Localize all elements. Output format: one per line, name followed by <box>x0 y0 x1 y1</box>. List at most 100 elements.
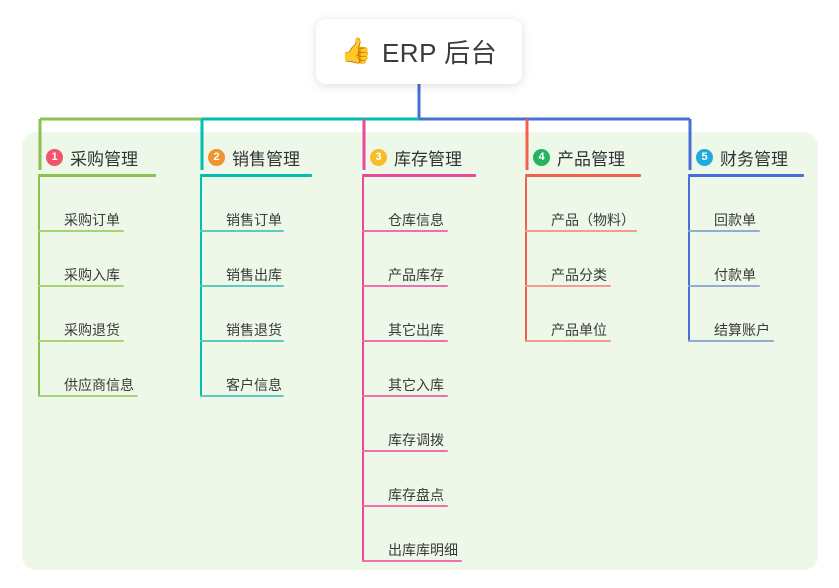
leaf-list: 销售订单销售出库销售退货客户信息 <box>200 177 312 397</box>
leaf-node[interactable]: 供应商信息 <box>38 342 156 397</box>
branch-title: 财务管理 <box>720 149 788 169</box>
leaf-node[interactable]: 采购入库 <box>38 232 156 287</box>
branch-5[interactable]: 5 财务管理回款单付款单结算账户 <box>688 145 804 342</box>
leaf-underline <box>38 285 124 287</box>
branch-underline <box>200 174 312 177</box>
leaf-underline <box>688 285 760 287</box>
leaf-node[interactable]: 结算账户 <box>688 287 804 342</box>
leaf-node[interactable]: 产品分类 <box>525 232 641 287</box>
leaf-list: 仓库信息产品库存其它出库其它入库库存调拨库存盘点出库库明细 <box>362 177 476 562</box>
leaf-node[interactable]: 产品单位 <box>525 287 641 342</box>
branch-header[interactable]: 2 销售管理 <box>200 145 312 169</box>
root-node-title: ERP 后台 <box>381 38 498 68</box>
branch-number-badge: 4 <box>533 148 550 166</box>
leaf-label: 供应商信息 <box>64 377 134 393</box>
branch-header[interactable]: 5 财务管理 <box>688 145 804 169</box>
leaf-label: 仓库信息 <box>388 212 444 228</box>
leaf-underline <box>362 395 448 397</box>
leaf-label: 其它出库 <box>388 322 444 338</box>
leaf-underline <box>362 450 448 452</box>
leaf-underline <box>688 340 774 342</box>
branch-header[interactable]: 3 库存管理 <box>362 145 476 169</box>
leaf-label: 产品单位 <box>551 322 607 338</box>
leaf-underline <box>362 560 462 562</box>
leaf-underline <box>688 230 760 232</box>
branch-underline <box>38 174 156 177</box>
branch-4[interactable]: 4 产品管理产品（物料） 产品分类产品单位 <box>525 145 641 342</box>
branch-title: 库存管理 <box>394 149 462 169</box>
leaf-node[interactable]: 采购订单 <box>38 177 156 232</box>
branch-spine <box>38 177 40 397</box>
leaf-label: 采购订单 <box>64 212 120 228</box>
branch-title: 采购管理 <box>70 149 138 169</box>
leaf-underline <box>38 395 138 397</box>
diagram-panel <box>22 132 818 570</box>
branch-2[interactable]: 2 销售管理销售订单销售出库销售退货客户信息 <box>200 145 312 397</box>
leaf-label: 库存盘点 <box>388 487 444 503</box>
branch-3[interactable]: 3 库存管理仓库信息产品库存其它出库其它入库库存调拨库存盘点出库库明细 <box>362 145 476 562</box>
leaf-label: 产品分类 <box>551 267 607 283</box>
leaf-underline <box>200 340 284 342</box>
leaf-underline <box>200 395 284 397</box>
branch-spine <box>688 177 690 342</box>
leaf-underline <box>38 230 124 232</box>
leaf-underline <box>525 340 611 342</box>
leaf-underline <box>362 285 448 287</box>
branch-number-badge: 2 <box>208 148 225 166</box>
leaf-label: 采购退货 <box>64 322 120 338</box>
leaf-label: 产品库存 <box>388 267 444 283</box>
leaf-list: 采购订单采购入库采购退货供应商信息 <box>38 177 156 397</box>
leaf-label: 客户信息 <box>226 377 282 393</box>
branch-underline <box>362 174 476 177</box>
leaf-label: 出库库明细 <box>388 542 458 558</box>
branch-number-badge: 5 <box>696 148 713 166</box>
leaf-node[interactable]: 付款单 <box>688 232 804 287</box>
leaf-label: 产品（物料） <box>551 212 635 228</box>
leaf-list: 回款单付款单结算账户 <box>688 177 804 342</box>
leaf-label: 回款单 <box>714 212 756 228</box>
leaf-node[interactable]: 销售出库 <box>200 232 312 287</box>
branch-1[interactable]: 1 采购管理采购订单采购入库采购退货供应商信息 <box>38 145 156 397</box>
leaf-underline <box>200 285 284 287</box>
leaf-node[interactable]: 其它入库 <box>362 342 476 397</box>
leaf-node[interactable]: 销售订单 <box>200 177 312 232</box>
leaf-underline <box>362 230 448 232</box>
leaf-label: 结算账户 <box>714 322 770 338</box>
branch-spine <box>200 177 202 397</box>
leaf-node[interactable]: 采购退货 <box>38 287 156 342</box>
branch-spine <box>362 177 364 562</box>
branch-number-badge: 1 <box>46 148 63 166</box>
leaf-node[interactable]: 其它出库 <box>362 287 476 342</box>
leaf-label: 库存调拨 <box>388 432 444 448</box>
root-node[interactable]: 👍 ERP 后台 <box>316 19 522 84</box>
leaf-label: 销售出库 <box>226 267 282 283</box>
leaf-label: 其它入库 <box>388 377 444 393</box>
leaf-node[interactable]: 回款单 <box>688 177 804 232</box>
leaf-label: 销售退货 <box>226 322 282 338</box>
leaf-node[interactable]: 库存盘点 <box>362 452 476 507</box>
branch-title: 产品管理 <box>557 149 625 169</box>
leaf-underline <box>38 340 124 342</box>
leaf-node[interactable]: 产品库存 <box>362 232 476 287</box>
leaf-node[interactable]: 库存调拨 <box>362 397 476 452</box>
branch-spine <box>525 177 527 342</box>
branch-number-badge: 3 <box>370 148 387 166</box>
leaf-underline <box>525 230 637 232</box>
branch-header[interactable]: 1 采购管理 <box>38 145 156 169</box>
branch-underline <box>525 174 641 177</box>
leaf-label: 销售订单 <box>226 212 282 228</box>
leaf-label: 采购入库 <box>64 267 120 283</box>
branch-header[interactable]: 4 产品管理 <box>525 145 641 169</box>
leaf-node[interactable]: 仓库信息 <box>362 177 476 232</box>
leaf-label: 付款单 <box>714 267 756 283</box>
branch-title: 销售管理 <box>232 149 300 169</box>
leaf-node[interactable]: 销售退货 <box>200 287 312 342</box>
leaf-underline <box>200 230 284 232</box>
branch-underline <box>688 174 804 177</box>
leaf-underline <box>525 285 611 287</box>
leaf-underline <box>362 340 448 342</box>
leaf-node[interactable]: 出库库明细 <box>362 507 476 562</box>
leaf-node[interactable]: 客户信息 <box>200 342 312 397</box>
leaf-node[interactable]: 产品（物料） <box>525 177 641 232</box>
